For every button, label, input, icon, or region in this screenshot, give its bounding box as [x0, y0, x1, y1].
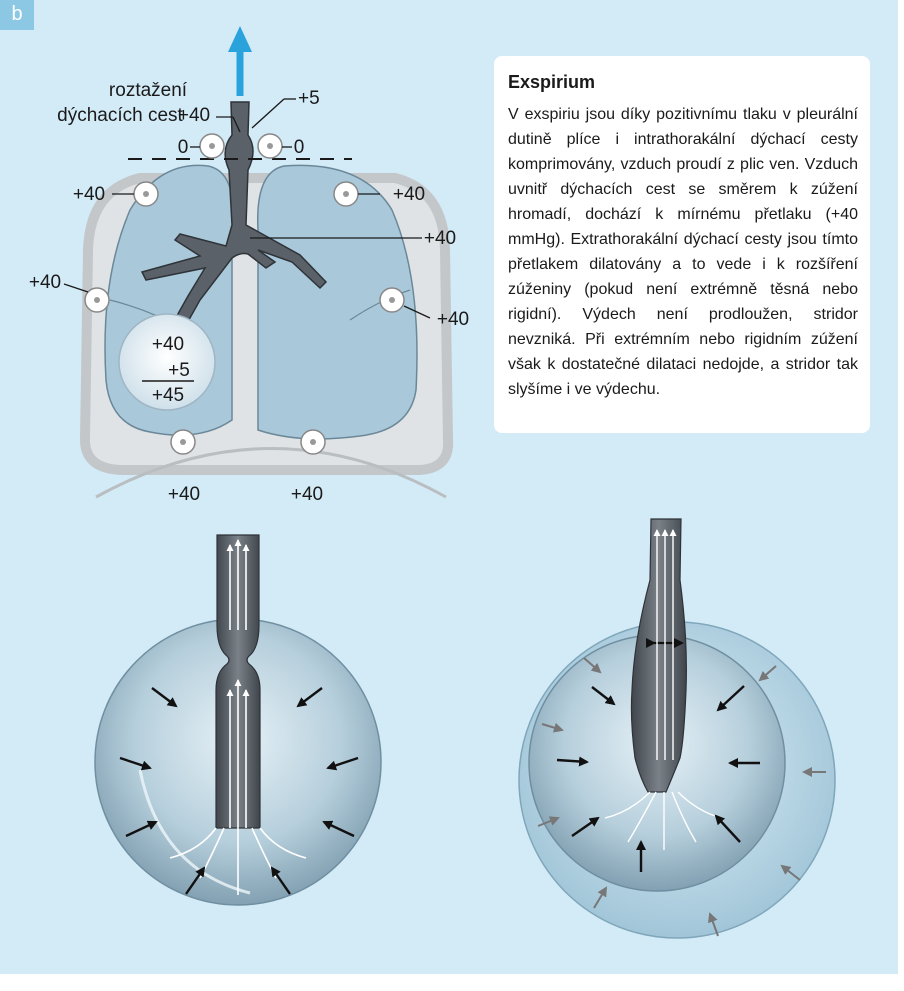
lung-sphere-left — [95, 535, 381, 905]
airway-dilation-label-1: roztažení — [109, 80, 188, 101]
info-box: Exspirium V exspiriu jsou díky pozitivní… — [494, 56, 870, 433]
info-title: Exspirium — [508, 72, 858, 93]
lung-sphere-right — [519, 519, 835, 938]
airway-dilation-label-2: dýchacích cest — [57, 105, 183, 126]
outflow-arrow-head — [228, 26, 252, 52]
thorax-illustration: roztažení dýchacích cest +40 +5 0 0 +40 … — [29, 26, 469, 505]
right-upper-pressure: +40 — [393, 184, 425, 205]
alveolus-pressure-sum: +45 — [152, 385, 184, 406]
bronchus-tube — [631, 519, 686, 792]
bottom-right-pressure: +40 — [291, 484, 323, 505]
airway-pressure-label: +40 — [178, 105, 210, 126]
bronchi-pressure: +40 — [424, 228, 456, 249]
top-pressure-label: +5 — [298, 88, 320, 109]
pleura-right-zero: 0 — [294, 137, 305, 158]
pleura-left-zero: 0 — [178, 137, 189, 158]
right-side-pressure: +40 — [437, 309, 469, 330]
alveolus-pressure-1: +40 — [152, 334, 184, 355]
left-side-pressure: +40 — [29, 272, 61, 293]
alveolus-pressure-2: +5 — [168, 360, 190, 381]
info-text: V exspiriu jsou díky pozitivnímu tlaku v… — [508, 102, 858, 402]
left-upper-pressure: +40 — [73, 184, 105, 205]
bottom-left-pressure: +40 — [168, 484, 200, 505]
